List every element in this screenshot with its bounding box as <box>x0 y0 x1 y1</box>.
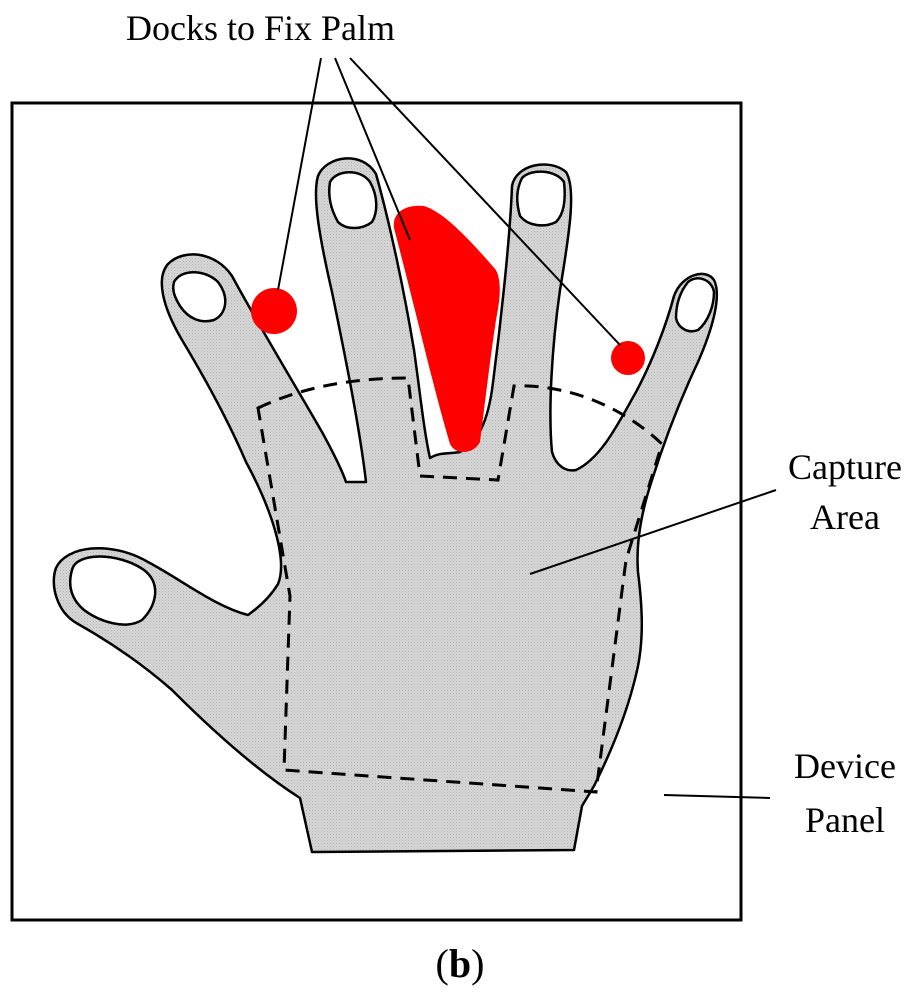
device-panel-leader-line <box>663 794 771 799</box>
index-finger-nail <box>674 277 716 333</box>
dock-right-circle <box>611 341 645 375</box>
capture-area-outline <box>256 376 664 794</box>
device-panel-frame <box>10 101 743 922</box>
docks-leader-line-right <box>349 57 621 346</box>
hand-silhouette <box>52 157 719 854</box>
thumb-nail <box>68 555 157 626</box>
docks-leader-line-center <box>334 57 411 241</box>
middle-finger-nail <box>516 170 566 227</box>
panel-letter: b <box>448 941 472 986</box>
capture-area-label-line1: Capture <box>788 447 902 487</box>
dock-center-wedge <box>393 205 500 453</box>
capture-area-leader-line <box>529 489 777 575</box>
dock-left-circle <box>251 288 297 334</box>
device-panel-label-line1: Device <box>794 746 896 786</box>
ring-finger-nail <box>328 171 378 230</box>
capture-area-label-line2: Area <box>810 497 880 537</box>
device-panel-label-line2: Panel <box>805 800 885 840</box>
docks-label: Docks to Fix Palm <box>126 8 396 48</box>
docks-leader-line-left <box>277 57 322 291</box>
panel-letter-label: (b) <box>435 941 485 986</box>
little-finger-nail <box>172 271 227 323</box>
